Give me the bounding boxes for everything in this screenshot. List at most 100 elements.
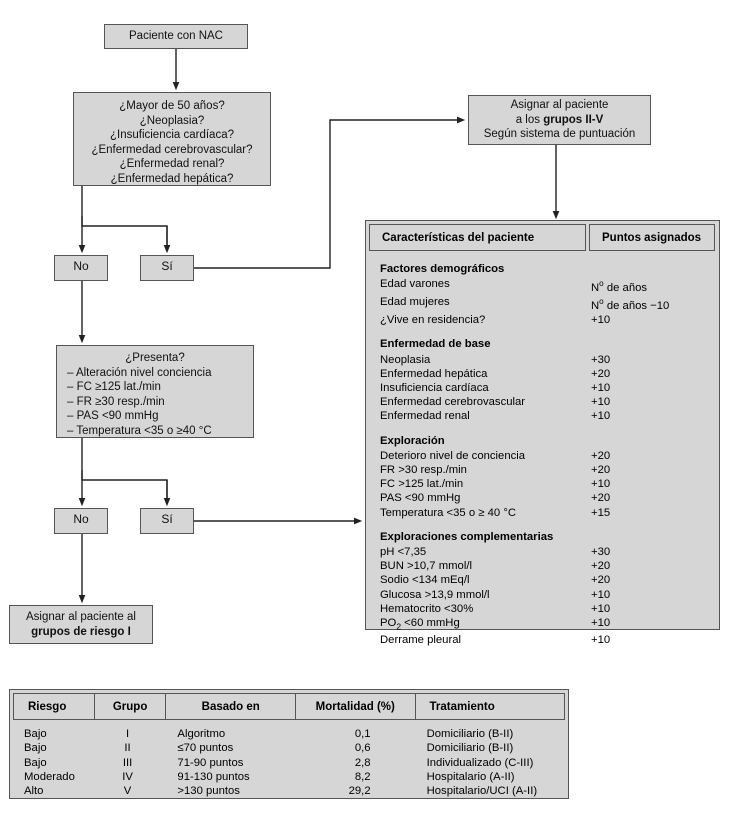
points-row-value: +20 xyxy=(591,367,611,380)
asignar-line2-prefix: a los xyxy=(515,113,544,126)
points-row-label: Hematocrito <30% xyxy=(380,602,474,615)
points-row-label: Sodio <134 mEq/l xyxy=(380,574,470,587)
points-row-value: +10 xyxy=(591,478,611,491)
branch2-si-label: Sí xyxy=(161,512,173,526)
node-presenta-criterios-gravedad: ¿Presenta? – Alteración nivel conciencia… xyxy=(56,345,254,438)
points-row-label: ¿Vive en residencia? xyxy=(380,314,486,327)
points-row: Enfermedad hepática +20 xyxy=(380,367,719,381)
risk-cell-riesgo: Bajo xyxy=(24,756,47,769)
risk-table-header: Riesgo Grupo Basado en Mortalidad (%) Tr… xyxy=(13,693,566,720)
points-row-value: +10 xyxy=(591,410,611,423)
points-row: pH <7,35+30 xyxy=(380,545,719,559)
risk-header-grupo: Grupo xyxy=(94,693,167,720)
presenta-heading: ¿Presenta? xyxy=(125,352,185,364)
points-row-value: +10 xyxy=(591,602,611,615)
points-row-label: PAS <90 mmHg xyxy=(380,492,461,505)
asignar-line2-bold: grupos II-V xyxy=(543,113,604,126)
points-row: Derrame pleural+10 xyxy=(380,633,719,647)
risk-cell-grupo: IV xyxy=(122,770,133,783)
points-row-label: Deterioro nivel de conciencia xyxy=(380,449,526,462)
asignar-line-2: a los grupos II-V xyxy=(475,113,644,128)
risk-cell-tratamiento: Hospitalario (A-II) xyxy=(426,770,515,783)
presenta-item-3: – FR ≥30 resp./min xyxy=(67,395,165,408)
riesgo1-line-1: Asignar al paciente al xyxy=(26,611,136,623)
points-row-value: +10 xyxy=(591,588,611,601)
risk-cell-mortalidad: 0,1 xyxy=(354,728,371,740)
risk-cell-riesgo: Alto xyxy=(24,785,44,798)
risk-cell-grupo: I xyxy=(126,728,130,740)
node-branch1-si: Sí xyxy=(140,255,194,281)
node-asignar-grupos-2-5: Asignar al paciente a los grupos II-V Se… xyxy=(468,95,651,145)
criteria-line-1: ¿Mayor de 50 años? xyxy=(119,100,225,112)
points-row: FC >125 lat./min+10 xyxy=(380,477,719,491)
points-row: Edad mujeres No de años −10 xyxy=(380,295,719,313)
points-row: BUN >10,7 mmol/l +20 xyxy=(380,559,719,573)
risk-cell-grupo: II xyxy=(124,742,131,755)
risk-cell-basado: ≤70 puntos xyxy=(177,742,234,755)
points-row-label: BUN >10,7 mmol/l xyxy=(380,560,472,573)
points-group-title: Exploración xyxy=(380,434,445,447)
node-label: Paciente con NAC xyxy=(129,30,223,42)
points-row-label: Edad mujeres xyxy=(380,296,450,309)
risk-cell-basado: 71-90 puntos xyxy=(177,756,244,769)
presenta-item-2: – FC ≥125 lat./min xyxy=(67,381,161,393)
points-row-value: +20 xyxy=(591,574,611,587)
branch1-no-label: No xyxy=(73,259,89,273)
points-row-label: pH <7,35 xyxy=(380,545,427,558)
asignar-line-1: Asignar al paciente xyxy=(510,99,609,112)
points-row-label: Neoplasia xyxy=(380,353,431,366)
risk-cell-tratamiento: Individualizado (C-III) xyxy=(426,756,534,769)
points-row-label: Temperatura <35 o ≥ 40 °C xyxy=(380,506,516,519)
points-row: Enfermedad cerebrovascular+10 xyxy=(380,395,719,409)
risk-header-mortalidad: Mortalidad (%) xyxy=(295,693,416,720)
points-row-label: Enfermedad cerebrovascular xyxy=(380,396,526,409)
risk-cell-basado: Algoritmo xyxy=(177,728,226,740)
criteria-line-4: ¿Enfermedad cerebrovascular? xyxy=(91,143,253,156)
points-row-label: Derrame pleural xyxy=(380,634,461,647)
points-row: Glucosa >13,9 mmol/l+10 xyxy=(380,588,719,602)
risk-cell-riesgo: Bajo xyxy=(24,742,47,755)
risk-cell-mortalidad: 0,6 xyxy=(354,742,371,755)
criteria-line-2: ¿Neoplasia? xyxy=(139,114,205,127)
presenta-item-1: – Alteración nivel conciencia xyxy=(67,366,212,379)
points-group-title: Factores demográficos xyxy=(380,263,505,275)
risk-cell-mortalidad: 29,2 xyxy=(348,785,371,798)
points-row: Insuficiencia cardíaca+10 xyxy=(380,381,719,395)
points-row: FR >30 resp./min+20 xyxy=(380,463,719,477)
points-header-characteristics: Características del paciente xyxy=(369,224,586,251)
presenta-item-5: – Temperatura <35 o ≥40 °C xyxy=(67,424,212,437)
risk-cell-basado: 91-130 puntos xyxy=(177,770,250,783)
branch2-no-label: No xyxy=(73,512,89,526)
points-group-title: Enfermedad de base xyxy=(380,338,491,351)
points-header-points: Puntos asignados xyxy=(589,224,715,251)
points-row-label: Enfermedad hepática xyxy=(380,367,488,380)
points-row-label: PO2 <60 mmHg xyxy=(380,617,460,632)
risk-cell-riesgo: Moderado xyxy=(24,770,75,783)
risk-table: Riesgo Grupo Basado en Mortalidad (%) Tr… xyxy=(9,689,569,799)
points-row-value: +20 xyxy=(591,463,611,476)
node-criterios-comorbilidad: ¿Mayor de 50 años? ¿Neoplasia? ¿Insufici… xyxy=(73,92,271,186)
criteria-line-5: ¿Enfermedad renal? xyxy=(119,158,225,170)
points-row: Neoplasia +30 xyxy=(380,353,719,367)
criteria-line-3: ¿Insuficiencia cardíaca? xyxy=(109,129,234,141)
points-row-value: +30 xyxy=(591,353,611,366)
node-branch2-no: No xyxy=(54,508,108,534)
node-paciente-con-nac: Paciente con NAC xyxy=(104,24,248,49)
points-row-value: +20 xyxy=(591,492,611,505)
asignar-line-3: Según sistema de puntuación xyxy=(483,128,636,141)
points-row: Deterioro nivel de conciencia+20 xyxy=(380,449,719,463)
points-row-value: No de años −10 xyxy=(591,297,670,312)
node-branch2-si: Sí xyxy=(140,508,194,534)
node-grupo-riesgo-1: Asignar al paciente al grupos de riesgo … xyxy=(9,605,153,644)
points-row-value: +10 xyxy=(591,314,611,327)
points-row-value: +20 xyxy=(591,560,611,573)
branch1-si-label: Sí xyxy=(161,259,173,273)
